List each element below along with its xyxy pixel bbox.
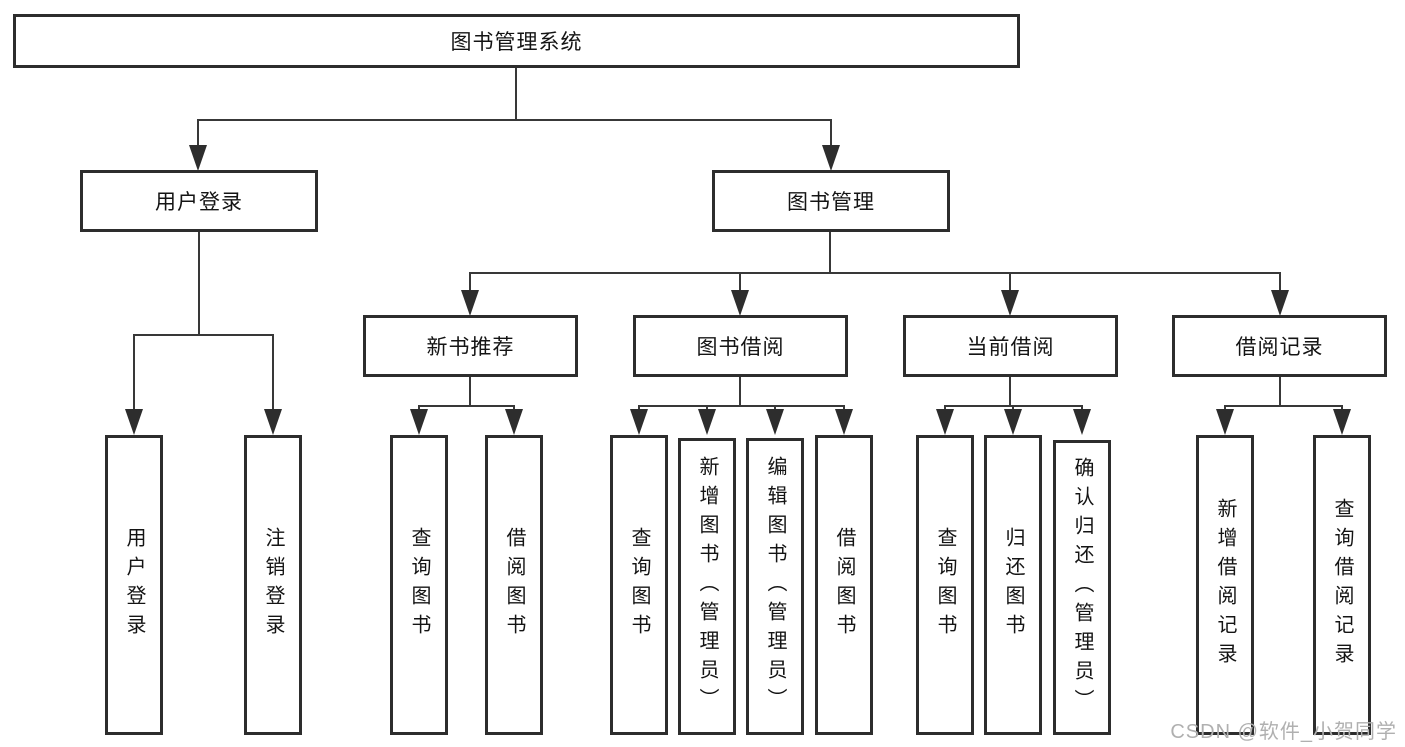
arrow-leaf xyxy=(1216,409,1234,435)
node-book-management-system: 图书管理系统 xyxy=(13,14,1020,68)
connector-new-book-hbar xyxy=(418,405,515,407)
node-borrow-record: 借阅记录 xyxy=(1172,315,1387,377)
connector-drop-borrow-record xyxy=(1279,272,1281,292)
arrow-leaf xyxy=(1073,409,1091,435)
leaf-label: 查询图书 xyxy=(408,527,430,643)
arrow-leaf xyxy=(766,409,784,435)
leaf-label: 查询借阅记录 xyxy=(1331,498,1353,672)
connector-root-trunk xyxy=(515,68,517,121)
arrow-leaf xyxy=(505,409,523,435)
leaf-record-query-borrow-record: 查询借阅记录 xyxy=(1313,435,1371,735)
node-new-book-recommend: 新书推荐 xyxy=(363,315,578,377)
leaf-newbook-borrow-books: 借阅图书 xyxy=(485,435,543,735)
arrow-leaf xyxy=(630,409,648,435)
connector-drop-current-borrow xyxy=(1009,272,1011,292)
connector-root-hbar xyxy=(197,119,832,121)
leaf-label: 确认归还（管理员） xyxy=(1071,457,1093,718)
arrow-current-borrow xyxy=(1001,290,1019,316)
arrow-new-book xyxy=(461,290,479,316)
node-label: 图书管理系统 xyxy=(450,31,583,54)
leaf-borrow-query-books: 查询图书 xyxy=(610,435,668,735)
arrow-leaf-login xyxy=(125,409,143,435)
leaf-borrow-borrow-books: 借阅图书 xyxy=(815,435,873,735)
leaf-record-add-borrow-record: 新增借阅记录 xyxy=(1196,435,1254,735)
leaf-borrow-edit-books-admin: 编辑图书（管理员） xyxy=(746,438,804,735)
node-label: 借阅记录 xyxy=(1235,336,1324,359)
connector-drop-leaf-login xyxy=(133,334,135,411)
leaf-newbook-query-books: 查询图书 xyxy=(390,435,448,735)
node-book-borrow: 图书借阅 xyxy=(633,315,848,377)
node-label: 图书管理 xyxy=(787,191,875,214)
connector-drop-book-management xyxy=(830,119,832,147)
connector-user-login-hbar xyxy=(133,334,274,336)
leaf-current-confirm-return-admin: 确认归还（管理员） xyxy=(1053,440,1111,735)
arrow-leaf-logout xyxy=(264,409,282,435)
connector-borrow-record-hbar xyxy=(1224,405,1343,407)
leaf-label: 查询图书 xyxy=(628,527,650,643)
arrow-leaf xyxy=(835,409,853,435)
leaf-user-login: 用户登录 xyxy=(105,435,163,735)
connector-drop-book-borrow xyxy=(739,272,741,292)
connector-user-login-trunk xyxy=(198,232,200,336)
connector-current-borrow-trunk xyxy=(1009,377,1011,407)
node-user-login: 用户登录 xyxy=(80,170,318,232)
arrow-borrow-record xyxy=(1271,290,1289,316)
leaf-label: 注销登录 xyxy=(262,527,284,643)
leaf-current-return-books: 归还图书 xyxy=(984,435,1042,735)
arrow-leaf xyxy=(1004,409,1022,435)
connector-drop-new-book xyxy=(469,272,471,292)
leaf-label: 编辑图书（管理员） xyxy=(764,456,786,717)
node-label: 用户登录 xyxy=(155,191,243,214)
connector-book-mgmt-trunk xyxy=(829,232,831,274)
node-label: 当前借阅 xyxy=(966,336,1055,359)
arrow-leaf xyxy=(936,409,954,435)
arrow-leaf xyxy=(698,409,716,435)
arrow-book-management xyxy=(822,145,840,171)
leaf-label: 归还图书 xyxy=(1002,527,1024,643)
connector-drop-user-login xyxy=(197,119,199,147)
connector-borrow-record-trunk xyxy=(1279,377,1281,407)
arrow-leaf xyxy=(1333,409,1351,435)
connector-new-book-trunk xyxy=(469,377,471,407)
node-current-borrow: 当前借阅 xyxy=(903,315,1118,377)
leaf-current-query-books: 查询图书 xyxy=(916,435,974,735)
leaf-label: 新增图书（管理员） xyxy=(696,456,718,717)
connector-drop-leaf-logout xyxy=(272,334,274,411)
leaf-label: 借阅图书 xyxy=(503,527,525,643)
arrow-user-login xyxy=(189,145,207,171)
leaf-borrow-add-books-admin: 新增图书（管理员） xyxy=(678,438,736,735)
leaf-label: 借阅图书 xyxy=(833,527,855,643)
node-label: 新书推荐 xyxy=(426,336,515,359)
connector-book-borrow-hbar xyxy=(638,405,845,407)
leaf-label: 新增借阅记录 xyxy=(1214,498,1236,672)
arrow-book-borrow xyxy=(731,290,749,316)
connector-book-borrow-trunk xyxy=(739,377,741,407)
leaf-label: 查询图书 xyxy=(934,527,956,643)
leaf-label: 用户登录 xyxy=(123,527,145,643)
arrow-leaf xyxy=(410,409,428,435)
node-book-management: 图书管理 xyxy=(712,170,950,232)
csdn-watermark: CSDN @软件_小贺同学 xyxy=(1170,721,1397,743)
connector-book-mgmt-hbar xyxy=(469,272,1281,274)
node-label: 图书借阅 xyxy=(696,336,785,359)
leaf-logout: 注销登录 xyxy=(244,435,302,735)
